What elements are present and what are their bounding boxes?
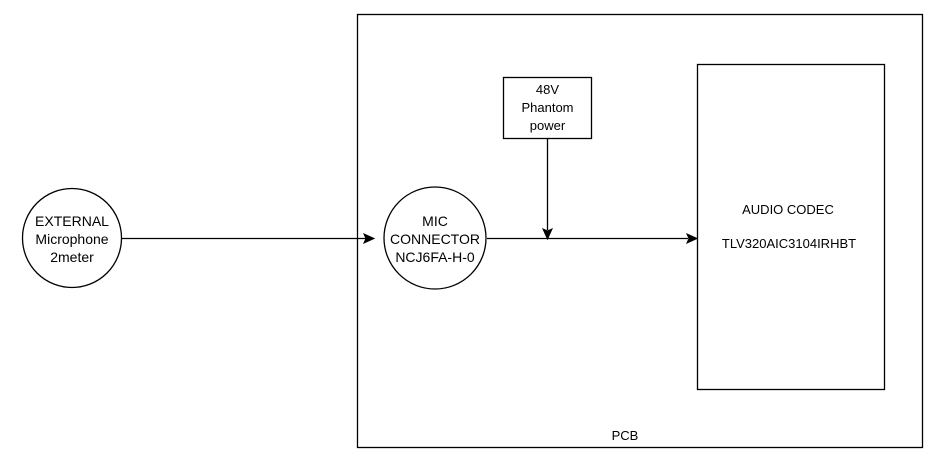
phantom-power-line1: 48V — [536, 82, 559, 97]
phantom-power-box — [502, 76, 593, 140]
external-mic-line1: EXTERNAL — [35, 213, 109, 229]
audio-codec-part: TLV320AIC3104IRHBT — [722, 236, 856, 251]
audio-codec-node: AUDIO CODEC TLV320AIC3104IRHBT — [696, 63, 886, 391]
mic-connector-line1: MIC — [422, 213, 448, 229]
audio-codec-box — [696, 63, 886, 391]
phantom-power-line2: Phantom — [521, 100, 573, 115]
phantom-power-line3: power — [530, 118, 566, 133]
mic-connector-circle — [383, 186, 487, 290]
connections — [122, 138, 699, 244]
mic-connector-node: MIC CONNECTOR NCJ6FA-H-0 — [383, 186, 487, 290]
arrowhead-connector — [363, 233, 376, 244]
phantom-power-node: 48V Phantom power — [502, 76, 593, 140]
audio-codec-title: AUDIO CODEC — [742, 202, 834, 217]
arrowhead-phantom — [542, 228, 553, 241]
pcb-board: PCB — [356, 13, 924, 449]
mic-connector-line3: NCJ6FA-H-0 — [395, 249, 475, 265]
external-microphone-circle — [21, 187, 123, 289]
external-mic-line3: 2meter — [50, 249, 94, 265]
external-mic-line2: Microphone — [35, 231, 108, 247]
mic-connector-line2: CONNECTOR — [390, 231, 480, 247]
arrowhead-codec — [686, 233, 699, 244]
external-microphone-node: EXTERNAL Microphone 2meter — [21, 187, 123, 289]
pcb-label: PCB — [612, 428, 639, 443]
pcb-outline — [356, 13, 924, 449]
